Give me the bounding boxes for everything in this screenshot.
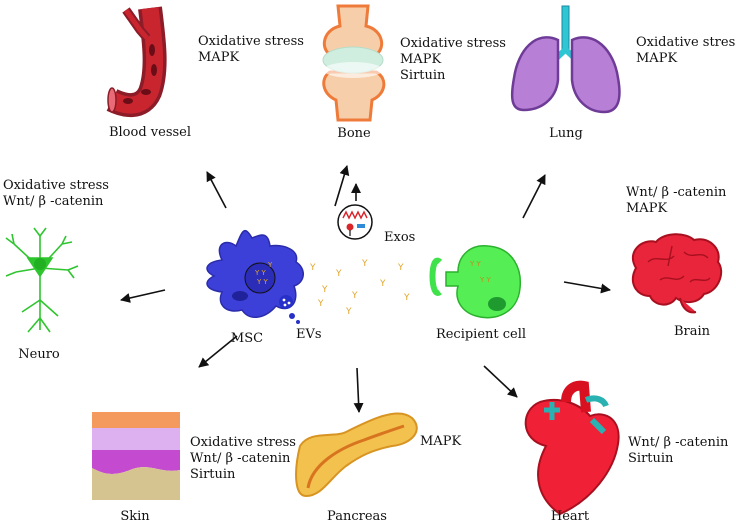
svg-text:Y: Y: [351, 291, 358, 301]
pathway-line: Wnt/ β -catenin: [3, 194, 104, 209]
pathway-line: Oxidative stress: [400, 36, 506, 51]
pathway-line: Oxidative stress: [3, 178, 109, 193]
recipient-cell-label: Recipient cell: [435, 327, 527, 342]
recipient-cell-icon: Y Y Y Y: [429, 245, 522, 319]
svg-text:Y: Y: [309, 263, 316, 273]
arrow-to-lung: [522, 174, 546, 219]
svg-text:Y Y: Y Y: [479, 276, 492, 284]
arrow-to-bone: [334, 165, 350, 207]
svg-text:Y: Y: [345, 307, 352, 317]
blood-vessel-pathways: Oxidative stress MAPK: [198, 34, 304, 66]
msc-cell-icon: Y Y Y Y Y: [206, 229, 304, 324]
pathway-line: MAPK: [420, 434, 462, 449]
pathway-line: Oxidative stress: [198, 34, 304, 49]
arrow-to-pancreas: [353, 367, 364, 413]
pathway-line: Wnt/ β -catenin: [626, 185, 727, 200]
pathway-line: Sirtuin: [400, 68, 446, 83]
svg-text:Y Y: Y Y: [254, 269, 267, 277]
skin-pathways: Oxidative stress Wnt/ β -catenin Sirtuin: [190, 435, 296, 483]
heart-pathways: Wnt/ β -catenin Sirtuin: [628, 435, 728, 467]
brain-pathways: Wnt/ β -catenin MAPK: [626, 185, 726, 217]
ev-particles: Y Y Y Y Y Y Y Y Y Y: [309, 259, 410, 317]
brain-icon: [631, 233, 723, 314]
svg-text:Y: Y: [321, 285, 328, 295]
svg-text:Y: Y: [335, 269, 342, 279]
svg-text:Y: Y: [379, 279, 386, 289]
skin-layers-icon: [92, 412, 180, 500]
svg-text:Y: Y: [403, 293, 410, 303]
heart-label: Heart: [550, 509, 590, 524]
brain-label: Brain: [673, 324, 711, 339]
pancreas-label: Pancreas: [327, 509, 387, 524]
arrow-to-neuro: [120, 289, 166, 303]
pathway-line: Oxidative stress: [636, 35, 736, 50]
arrow-to-skin: [198, 335, 238, 368]
bone-pathways: Oxidative stress MAPK Sirtuin: [400, 36, 506, 84]
skin-label: Skin: [120, 509, 150, 524]
pathway-line: Wnt/ β -catenin: [190, 451, 291, 466]
neuron-icon: [5, 227, 79, 333]
exos-label: Exos: [384, 230, 416, 245]
pathway-line: MAPK: [626, 201, 668, 216]
pancreas-icon: [295, 412, 418, 498]
neuro-pathways: Oxidative stress Wnt/ β -catenin: [3, 178, 109, 210]
bone-joint-icon: [322, 4, 386, 122]
pathway-line: Wnt/ β -catenin: [628, 435, 729, 450]
pathway-line: MAPK: [198, 50, 240, 65]
pathway-line: MAPK: [636, 51, 678, 66]
arrows: [120, 165, 611, 413]
pathway-line: Oxidative stress: [190, 435, 296, 450]
lung-icon: [510, 5, 621, 114]
pancreas-pathways: MAPK: [420, 434, 461, 450]
exosome-icon: [337, 204, 373, 240]
svg-text:Y Y: Y Y: [256, 278, 269, 286]
svg-text:Y: Y: [397, 263, 404, 273]
pathway-line: Sirtuin: [628, 451, 674, 466]
msc-label: MSC: [230, 331, 264, 346]
pathway-line: Sirtuin: [190, 467, 236, 482]
svg-text:Y: Y: [317, 299, 324, 309]
bone-label: Bone: [337, 126, 371, 141]
svg-text:Y: Y: [267, 261, 273, 269]
lung-pathways: Oxidative stress MAPK: [636, 35, 736, 67]
svg-text:Y: Y: [361, 259, 368, 269]
evs-label: EVs: [296, 327, 322, 342]
blood-vessel-label: Blood vessel: [108, 125, 192, 140]
neuro-label: Neuro: [18, 347, 60, 362]
heart-icon: [524, 380, 620, 516]
lung-label: Lung: [549, 126, 583, 141]
blood-vessel-icon: [106, 6, 167, 117]
arrow-to-brain: [563, 281, 611, 294]
svg-text:Y Y: Y Y: [469, 260, 482, 268]
arrow-to-blood-vessel: [206, 171, 227, 209]
arrow-to-heart: [483, 365, 518, 398]
pathway-line: MAPK: [400, 52, 442, 67]
